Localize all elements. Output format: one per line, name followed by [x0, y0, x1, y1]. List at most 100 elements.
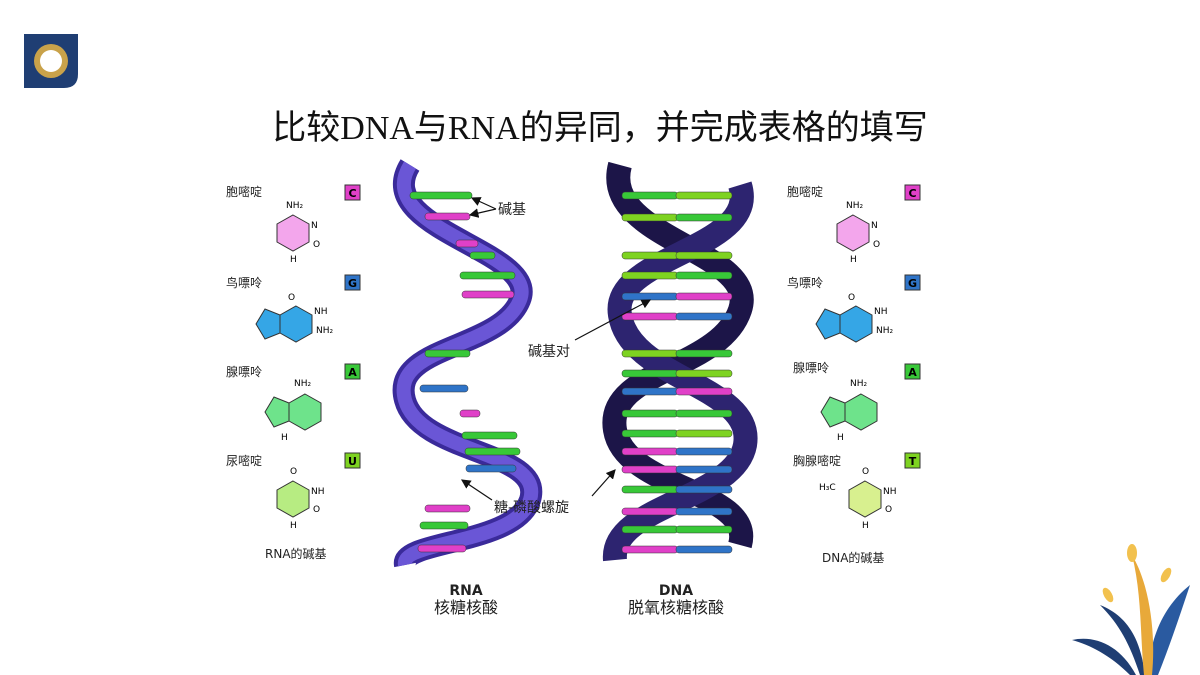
svg-text:O: O: [885, 505, 892, 515]
rna-base-table: 胞嘧啶 C NH₂ N O H 鸟嘌呤 G O NH NH₂ 腺嘌呤 A NH₂: [226, 184, 361, 561]
plant-decoration-icon: [1072, 544, 1190, 675]
rna-base-letter-2: G: [348, 277, 357, 290]
rna-bases-caption: RNA的碱基: [265, 546, 327, 561]
rna-base-rung: [419, 384, 469, 393]
dna-base-pair-right: [675, 349, 733, 358]
dna-base-pair-right: [675, 525, 733, 534]
guanine-structure-icon: O NH NH₂: [255, 293, 334, 343]
dna-base-pair-left: [621, 349, 679, 358]
rna-base-letter-3: A: [348, 366, 357, 379]
dna-double-helix: [602, 161, 758, 562]
svg-text:NH: NH: [314, 307, 328, 317]
svg-text:H: H: [850, 255, 857, 265]
dna-base-pair-left: [621, 292, 679, 301]
rna-base-rung: [465, 464, 517, 473]
rna-base-rung: [461, 431, 518, 440]
dna-base-letter-4: T: [909, 455, 917, 468]
svg-text:O: O: [290, 467, 297, 477]
rna-base-rung: [424, 349, 471, 358]
rna-base-rung: [464, 447, 521, 456]
dna-base-pair-right: [675, 369, 733, 378]
dna-base-letter-1: C: [908, 187, 916, 200]
dna-base-pair-left: [621, 213, 679, 222]
svg-text:H: H: [837, 433, 844, 443]
dna-base-pair-right: [675, 485, 733, 494]
dna-base-letter-2: G: [908, 277, 917, 290]
rna-base-name-2: 鸟嘌呤: [226, 275, 262, 290]
rna-helix: [392, 159, 543, 568]
rna-base-rung: [469, 251, 496, 260]
rna-base-rung: [417, 544, 467, 553]
dna-bases-caption: DNA的碱基: [822, 550, 884, 565]
svg-text:H: H: [290, 255, 297, 265]
cytosine-structure-icon: NH₂ N O H: [836, 201, 880, 265]
rna-base-rung: [461, 290, 515, 299]
dna-base-pair-left: [621, 485, 679, 494]
dna-base-pair-right: [675, 545, 733, 554]
svg-text:O: O: [313, 240, 320, 250]
dna-base-name-1: 胞嘧啶: [787, 185, 823, 199]
guanine-structure-icon: O NH NH₂: [815, 293, 894, 343]
svg-text:O: O: [313, 505, 320, 515]
dna-base-table: 胞嘧啶 C NH₂ N O H 鸟嘌呤 G O NH NH₂ 腺嘌呤 A NH₂…: [787, 184, 921, 565]
rna-base-rung: [459, 409, 481, 418]
dna-base-pair-left: [621, 312, 679, 321]
rna-base-rung: [455, 239, 479, 248]
dna-base-pair-left: [621, 409, 679, 418]
svg-text:NH: NH: [874, 307, 888, 317]
dna-base-pair-left: [621, 251, 679, 260]
dna-base-pair-left: [621, 465, 679, 474]
rna-full-name: 核糖核酸: [434, 598, 498, 617]
rna-base-letter-4: U: [348, 455, 357, 468]
dna-base-name-2: 鸟嘌呤: [787, 275, 823, 290]
adenine-structure-icon: NH₂ H: [820, 379, 878, 443]
dna-base-pair-left: [621, 369, 679, 378]
svg-text:N: N: [311, 221, 318, 231]
svg-text:NH₂: NH₂: [846, 201, 864, 211]
dna-base-pair-right: [675, 465, 733, 474]
dna-base-pair-left: [621, 507, 679, 516]
dna-base-pair-left: [621, 387, 679, 396]
svg-text:NH₂: NH₂: [294, 379, 312, 389]
dna-base-pair-right: [675, 312, 733, 321]
dna-base-pair-right: [675, 429, 733, 438]
svg-text:O: O: [873, 240, 880, 250]
dna-base-pair-right: [675, 251, 733, 260]
svg-text:O: O: [288, 293, 295, 303]
logo-icon: [24, 34, 78, 88]
dna-base-pair-right: [675, 213, 733, 222]
backbone-label: 糖-磷酸螺旋: [494, 500, 569, 516]
rna-base-rung: [409, 191, 473, 200]
rna-base-name-3: 腺嘌呤: [226, 364, 262, 379]
dna-title: DNA: [659, 583, 693, 599]
svg-text:O: O: [848, 293, 855, 303]
dna-base-pair-right: [675, 507, 733, 516]
rna-base-name-4: 尿嘧啶: [226, 454, 262, 468]
svg-text:NH: NH: [883, 487, 897, 497]
dna-base-pair-left: [621, 429, 679, 438]
dna-base-pair-right: [675, 387, 733, 396]
svg-text:N: N: [871, 221, 878, 231]
dna-base-pair-right: [675, 191, 733, 200]
svg-text:NH₂: NH₂: [850, 379, 868, 389]
rna-base-rung: [424, 504, 471, 513]
svg-text:NH₂: NH₂: [286, 201, 304, 211]
rna-base-letter-1: C: [348, 187, 356, 200]
cytosine-structure-icon: NH₂ N O H: [276, 201, 320, 265]
dna-base-pair-right: [675, 447, 733, 456]
page-title: 比较DNA与RNA的异同，并完成表格的填写: [272, 110, 928, 147]
rna-base-rung: [459, 271, 516, 280]
rna-base-rung: [419, 521, 469, 530]
dna-base-pair-left: [621, 545, 679, 554]
rna-base-name-1: 胞嘧啶: [226, 185, 262, 199]
uracil-structure-icon: O NH O H: [276, 467, 325, 531]
base-label: 碱基: [498, 201, 526, 218]
svg-text:O: O: [862, 467, 869, 477]
dna-base-name-3: 腺嘌呤: [793, 360, 829, 375]
dna-base-pair-left: [621, 447, 679, 456]
thymine-structure-icon: O NH O H H₃C: [819, 467, 897, 531]
rna-base-rung: [424, 212, 471, 221]
dna-base-name-4: 胸腺嘧啶: [793, 453, 841, 468]
svg-text:NH₂: NH₂: [316, 326, 334, 336]
dna-base-pair-right: [675, 409, 733, 418]
